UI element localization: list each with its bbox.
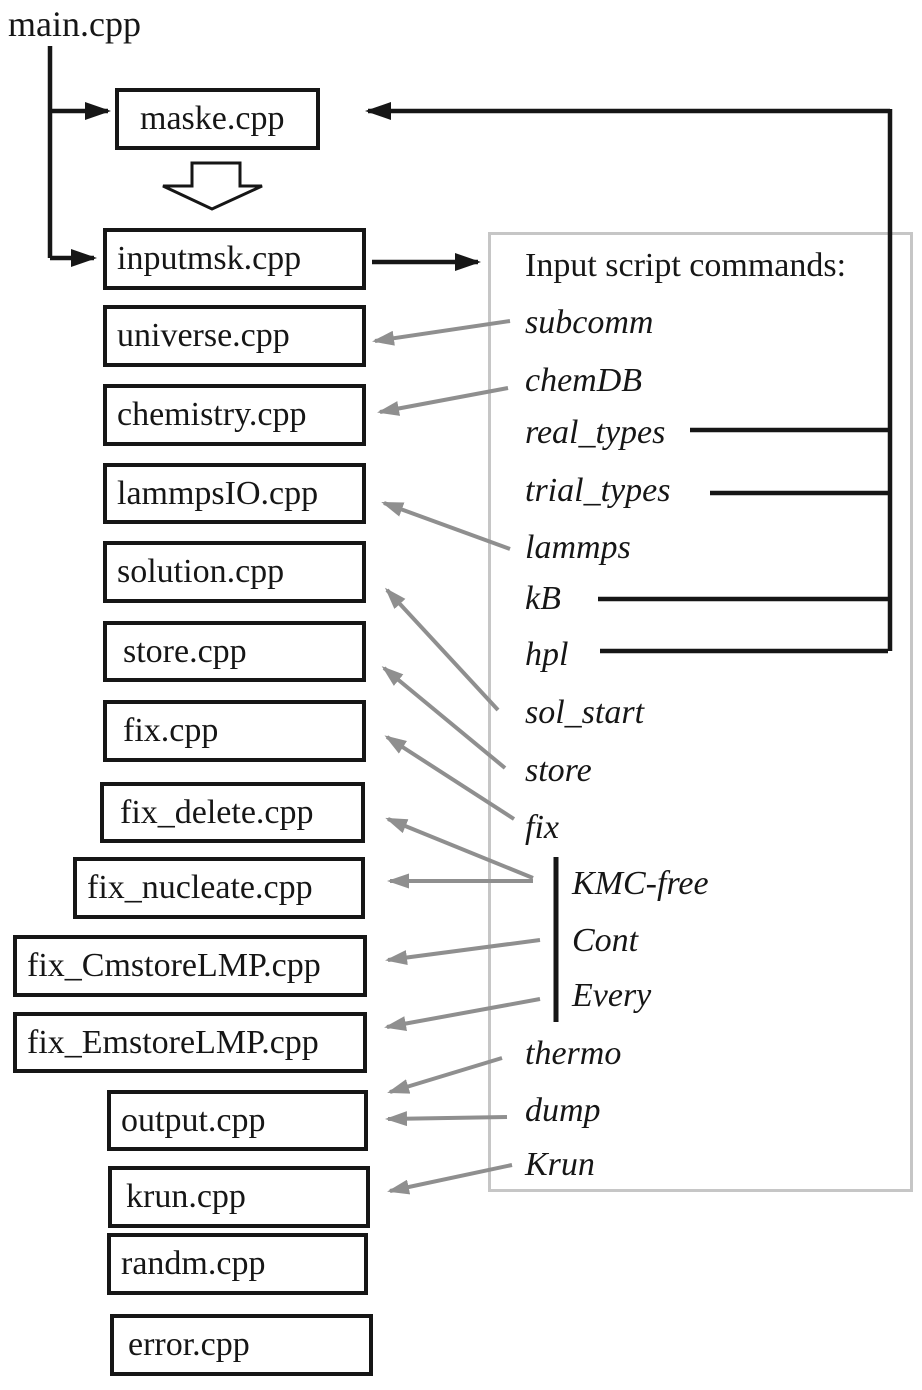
command-kb: kB xyxy=(525,580,561,617)
file-box-solution-cpp: solution.cpp xyxy=(103,541,366,603)
panel-title: Input script commands: xyxy=(525,247,847,284)
file-box-fix-nucleate-cpp: fix_nucleate.cpp xyxy=(73,857,365,919)
command-trial-types: trial_types xyxy=(525,472,671,509)
file-box-fix-delete-cpp: fix_delete.cpp xyxy=(100,782,365,843)
block-arrow-maske-to-inputmsk xyxy=(162,161,263,211)
command-subcomm: subcomm xyxy=(525,304,654,341)
file-box-randm-cpp: randm.cpp xyxy=(107,1233,368,1295)
command-sol-start: sol_start xyxy=(525,694,645,731)
command-krun: Krun xyxy=(525,1146,595,1183)
command-every: Every xyxy=(572,977,652,1014)
command-store: store xyxy=(525,752,592,789)
command-real-types: real_types xyxy=(525,414,666,451)
arrow-sol-start-to-solution xyxy=(384,587,500,712)
command-cont: Cont xyxy=(572,922,639,959)
command-chemdb: chemDB xyxy=(525,362,643,399)
command-dump: dump xyxy=(525,1092,601,1129)
file-box-inputmsk-cpp: inputmsk.cpp xyxy=(103,228,366,290)
file-box-fix-cpp: fix.cpp xyxy=(103,700,366,762)
command-kmc-free: KMC-free xyxy=(572,865,709,902)
file-box-krun-cpp: krun.cpp xyxy=(108,1166,370,1228)
file-box-lammpsio-cpp: lammpsIO.cpp xyxy=(103,463,366,524)
file-box-store-cpp: store.cpp xyxy=(103,621,366,682)
root-file-label: main.cpp xyxy=(8,4,141,44)
file-box-output-cpp: output.cpp xyxy=(107,1090,368,1151)
arrow-store-to-store-cpp xyxy=(381,666,507,770)
file-box-chemistry-cpp: chemistry.cpp xyxy=(103,384,366,446)
file-box-fix-emstorelmp-cpp: fix_EmstoreLMP.cpp xyxy=(13,1012,367,1073)
command-fix: fix xyxy=(525,809,559,846)
command-lammps: lammps xyxy=(525,529,631,566)
arrow-thermo-to-output xyxy=(387,1056,503,1094)
command-thermo: thermo xyxy=(525,1035,622,1072)
file-box-maske-cpp: maske.cpp xyxy=(115,88,320,150)
file-box-error-cpp: error.cpp xyxy=(110,1314,373,1376)
command-hpl: hpl xyxy=(525,636,569,673)
file-box-fix-cmstorelmp-cpp: fix_CmstoreLMP.cpp xyxy=(13,935,367,997)
file-box-universe-cpp: universe.cpp xyxy=(103,305,366,367)
